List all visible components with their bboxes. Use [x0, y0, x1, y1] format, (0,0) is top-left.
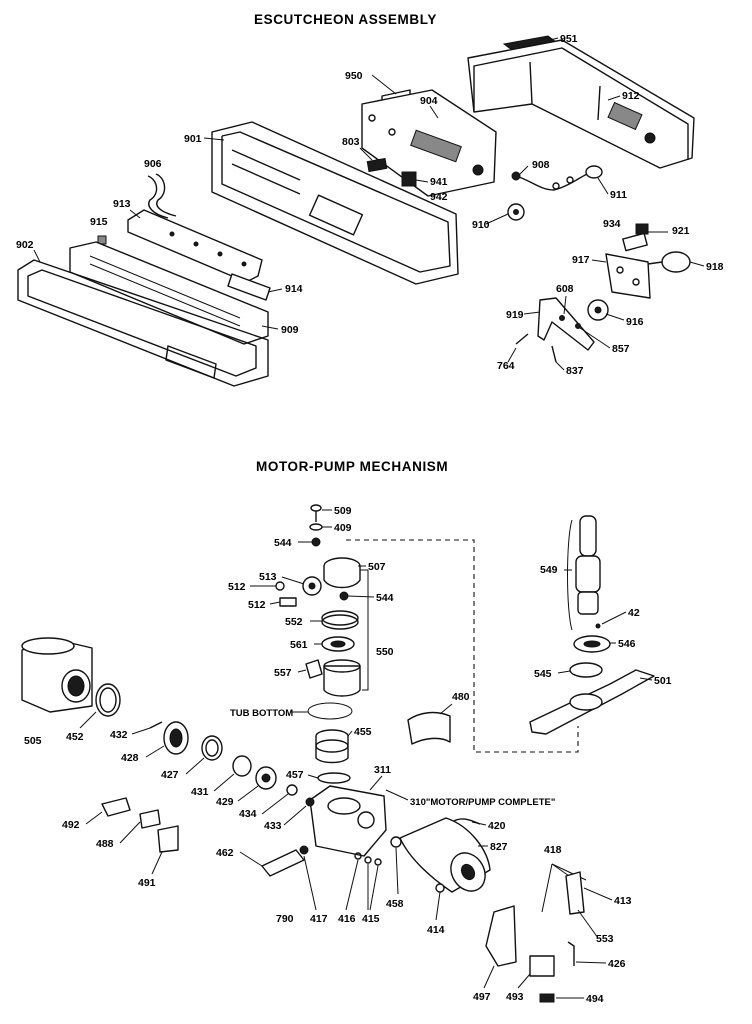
escutcheon-leader-lines [33, 37, 705, 371]
part-label: 409 [334, 522, 352, 534]
part-label: 901 [184, 133, 202, 145]
part-label: 507 [368, 561, 386, 573]
part-label: 505 [24, 735, 42, 747]
part-label: 921 [672, 225, 690, 237]
part-label: 552 [285, 616, 303, 628]
part-label: 827 [490, 841, 508, 853]
part-label: 420 [488, 820, 506, 832]
part-label: 608 [556, 283, 574, 295]
part-label: 837 [566, 365, 584, 377]
part-label: 915 [90, 216, 108, 228]
part-label: 416 [338, 913, 356, 925]
part-label: 513 [259, 571, 277, 583]
escutcheon-drawing [17, 35, 695, 387]
part-label: 455 [354, 726, 372, 738]
part-label: 941 [430, 176, 448, 188]
part-label: 914 [285, 283, 303, 295]
motor-pump-drawing [21, 504, 655, 1003]
part-label: 427 [161, 769, 179, 781]
part-label: 950 [345, 70, 363, 82]
part-label: 428 [121, 752, 139, 764]
part-label: 426 [608, 958, 626, 970]
part-label: 509 [334, 505, 352, 517]
part-label: 434 [239, 808, 257, 820]
part-label: 942 [430, 191, 448, 203]
part-label: 549 [540, 564, 558, 576]
part-label: 904 [420, 95, 438, 107]
motor-pump-title: MOTOR-PUMP MECHANISM [256, 459, 448, 474]
part-label: 951 [560, 33, 578, 45]
part-label: 790 [276, 913, 294, 925]
part-label: 418 [544, 844, 562, 856]
part-label: 431 [191, 786, 209, 798]
part-label: 414 [427, 924, 445, 936]
part-label: 415 [362, 913, 380, 925]
part-label: 458 [386, 898, 404, 910]
part-label: 512 [248, 599, 266, 611]
part-label: 544 [376, 592, 394, 604]
part-label: 857 [612, 343, 630, 355]
part-label: 561 [290, 639, 308, 651]
part-label: 912 [622, 90, 640, 102]
part-label: 457 [286, 769, 304, 781]
part-label: 417 [310, 913, 328, 925]
part-label: 544 [274, 537, 292, 549]
part-label: 494 [586, 993, 604, 1005]
part-label: 311 [374, 764, 391, 776]
part-label: 452 [66, 731, 84, 743]
part-label: 916 [626, 316, 644, 328]
part-label: 909 [281, 324, 299, 336]
motor-pump-part-labels: 509 409 544 507 513 512 512 544 549 552 … [24, 505, 672, 1005]
part-label: 913 [113, 198, 131, 210]
part-label: 433 [264, 820, 282, 832]
part-label: 432 [110, 729, 128, 741]
part-label: 910 [472, 219, 490, 231]
part-label: 42 [628, 607, 640, 619]
part-label: 557 [274, 667, 292, 679]
part-label: 492 [62, 819, 80, 831]
tub-bottom-caption: TUB BOTTOM [230, 708, 293, 719]
part-label: 493 [506, 991, 524, 1003]
part-label: 546 [618, 638, 636, 650]
part-label: 501 [654, 675, 672, 687]
part-label: 908 [532, 159, 550, 171]
part-label: 934 [603, 218, 621, 230]
part-label: 429 [216, 796, 234, 808]
part-label: 917 [572, 254, 590, 266]
part-label: 906 [144, 158, 162, 170]
escutcheon-part-labels: 951 950 904 912 901 803 906 908 941 942 … [16, 33, 724, 377]
part-label: 497 [473, 991, 491, 1003]
part-label: 553 [596, 933, 614, 945]
part-label: 480 [452, 691, 470, 703]
escutcheon-title: ESCUTCHEON ASSEMBLY [254, 12, 437, 27]
part-label: 919 [506, 309, 524, 321]
motor-pump-leader-lines [79, 509, 653, 999]
part-label: 902 [16, 239, 34, 251]
part-label: 488 [96, 838, 114, 850]
part-label: 764 [497, 360, 515, 372]
part-label: 491 [138, 877, 156, 889]
part-label: 803 [342, 136, 360, 148]
motor-pump-complete-caption: 310"MOTOR/PUMP COMPLETE" [410, 797, 555, 808]
part-label: 911 [610, 189, 627, 201]
part-label: 550 [376, 646, 394, 658]
part-label: 512 [228, 581, 246, 593]
part-label: 462 [216, 847, 234, 859]
part-label: 413 [614, 895, 632, 907]
part-label: 545 [534, 668, 552, 680]
part-label: 918 [706, 261, 724, 273]
